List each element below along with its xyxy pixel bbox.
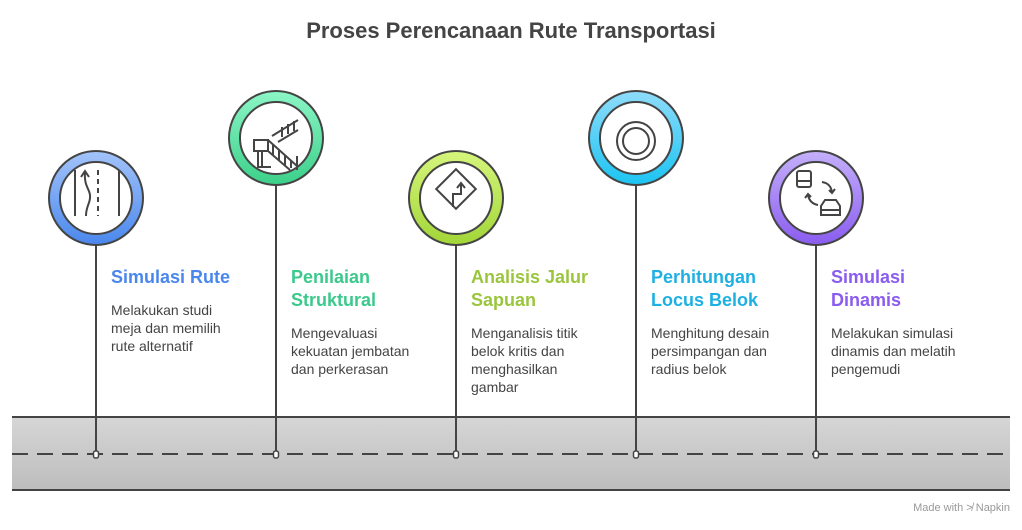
turn-sign-icon bbox=[408, 150, 504, 246]
step-simulasi-dinamis: Simulasi Dinamis Melakukan simulasi dina… bbox=[831, 266, 996, 378]
page-title: Proses Perencanaan Rute Transportasi bbox=[306, 18, 716, 43]
bridge-icon bbox=[228, 90, 324, 186]
step-heading: Penilaian Struktural bbox=[291, 267, 377, 310]
pin-dot bbox=[452, 450, 460, 459]
step-heading: Perhitungan Locus Belok bbox=[651, 267, 759, 310]
step-analisis-jalur-sapuan: Analisis Jalur Sapuan Menganalisis titik… bbox=[471, 266, 636, 396]
pin-dot bbox=[92, 450, 100, 459]
pin-dot bbox=[632, 450, 640, 459]
step-heading: Simulasi Dinamis bbox=[831, 267, 906, 310]
step-perhitungan-locus-belok: Perhitungan Locus Belok Menghitung desai… bbox=[651, 266, 816, 378]
step-simulasi-rute: Simulasi Rute Melakukan studi meja dan m… bbox=[111, 266, 276, 355]
step-description: Menghitung desain persimpangan dan radiu… bbox=[651, 325, 770, 377]
step-description: Menganalisis titik belok kritis dan meng… bbox=[471, 325, 578, 395]
step-heading: Analisis Jalur Sapuan bbox=[471, 267, 589, 310]
step-description: Melakukan studi meja dan memilih rute al… bbox=[111, 302, 221, 354]
concentric-circles-icon bbox=[588, 90, 684, 186]
step-description: Melakukan simulasi dinamis dan melatih p… bbox=[831, 325, 956, 377]
road bbox=[12, 416, 1010, 491]
step-description: Mengevaluasi kekuatan jembatan dan perke… bbox=[291, 325, 410, 377]
step-heading: Simulasi Rute bbox=[111, 267, 231, 287]
road-lanes-icon bbox=[48, 150, 144, 246]
step-penilaian-struktural: Penilaian Struktural Mengevaluasi kekuat… bbox=[291, 266, 456, 378]
pin-dot bbox=[272, 450, 280, 459]
pin-dot bbox=[812, 450, 820, 459]
napkin-watermark: Made with ≯ Napkin bbox=[913, 502, 1010, 514]
vehicle-swap-icon bbox=[768, 150, 864, 246]
